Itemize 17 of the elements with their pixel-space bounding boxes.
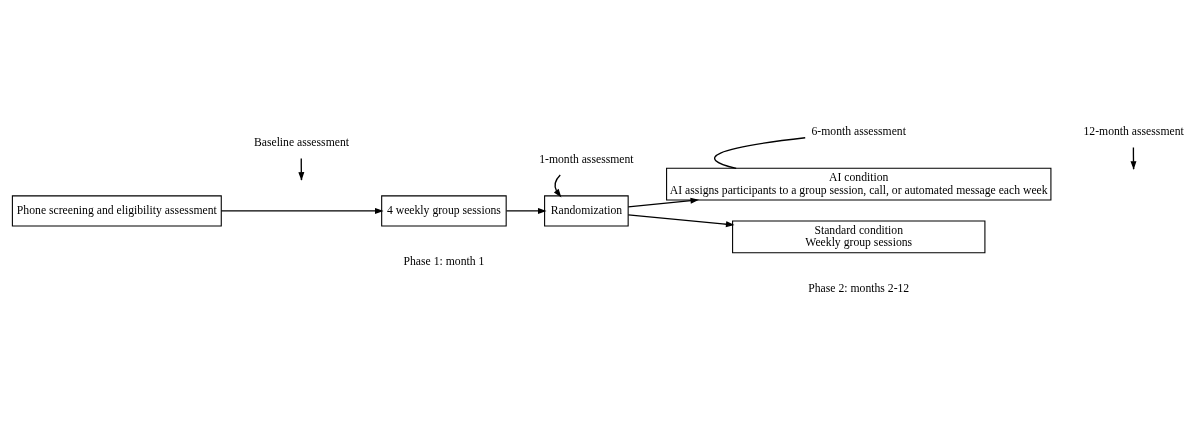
node-text: 12-month assessment	[1083, 125, 1184, 139]
label: Phase 2: months 2-12	[808, 281, 910, 295]
arrow	[627, 214, 735, 228]
node-box: Randomization	[544, 195, 629, 227]
arrow	[553, 174, 562, 198]
arrow	[627, 197, 700, 208]
node-box: Phone screening and eligibility assessment	[11, 195, 222, 227]
node-text: 1-month assessment	[539, 153, 634, 167]
node-text: 6-month assessment	[811, 125, 906, 139]
node-text: Baseline assessment	[253, 136, 350, 150]
arrow	[505, 207, 547, 214]
node-box: AI condition AI assigns participants to a group session, call, or automated message each week	[666, 167, 1052, 201]
label: Phase 1: month 1	[403, 254, 485, 268]
connector	[713, 137, 806, 169]
node-box: 4 weekly group sessions	[381, 195, 507, 227]
node-box: Standard condition Weekly group sessions	[732, 220, 986, 254]
arrow	[220, 207, 384, 214]
